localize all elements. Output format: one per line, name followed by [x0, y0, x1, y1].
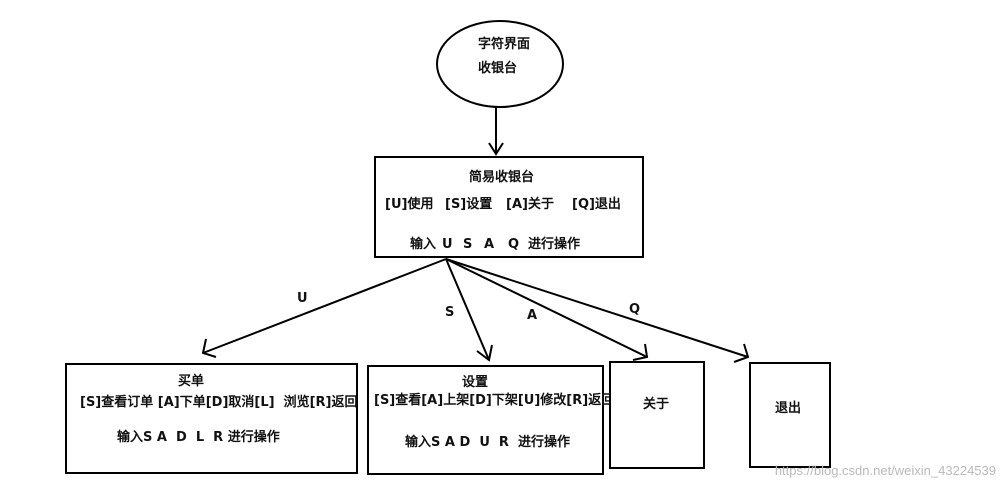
start-node-line2: 收银台: [478, 60, 517, 76]
settings-node-prompt: 输入S A D U R 进行操作: [405, 434, 570, 450]
buy-node-prompt: 输入S A D L R 进行操作: [117, 429, 280, 445]
edge-a-label: A: [527, 308, 537, 323]
edge-a: [445, 258, 648, 358]
edge-a-arrowhead: [632, 343, 649, 361]
edge-q-label: Q: [629, 302, 640, 317]
edge-q-arrowhead: [733, 343, 750, 363]
buy-node: [65, 363, 358, 474]
exit-node-title: 退出: [775, 400, 801, 416]
main-menu-option-use: [U]使用: [385, 196, 433, 212]
main-menu-option-settings: [S]设置: [445, 197, 492, 212]
buy-node-title: 买单: [178, 373, 204, 389]
about-node: [609, 361, 705, 469]
main-menu-option-about: [A]关于: [506, 196, 554, 212]
edge-u-label: U: [297, 291, 308, 306]
edge-q: [445, 258, 749, 358]
exit-node: [749, 362, 831, 468]
settings-node: [367, 365, 604, 475]
edge-s-label: S: [445, 305, 454, 320]
start-node-line1: 字符界面: [478, 36, 530, 52]
main-menu-title: 简易收银台: [469, 169, 534, 185]
main-menu-prompt-tail: 进行操作: [528, 236, 580, 252]
edge-s: [445, 258, 490, 361]
main-menu-key-q: Q: [508, 237, 519, 252]
main-menu-prompt-head: 输入: [410, 236, 436, 252]
main-menu-key-u: U: [442, 237, 453, 252]
start-node: [436, 20, 564, 108]
settings-node-options: [S]查看[A]上架[D]下架[U]修改[R]返回: [374, 392, 614, 408]
edge-s-arrowhead: [476, 344, 493, 362]
buy-node-options: [S]查看订单 [A]下单[D]取消[L] 浏览[R]返回: [80, 394, 358, 410]
edge-start-main-arrowhead: [488, 142, 504, 156]
settings-node-title: 设置: [462, 375, 488, 390]
watermark: https://blog.csdn.net/weixin_43224539: [774, 463, 996, 478]
main-menu-option-exit: [Q]退出: [572, 196, 621, 212]
main-menu-node: [374, 156, 644, 258]
edge-u: [202, 258, 447, 354]
about-node-title: 关于: [643, 396, 669, 412]
main-menu-key-s: S: [463, 237, 472, 252]
main-menu-key-a: A: [484, 237, 494, 252]
edge-u-arrowhead: [201, 338, 217, 358]
